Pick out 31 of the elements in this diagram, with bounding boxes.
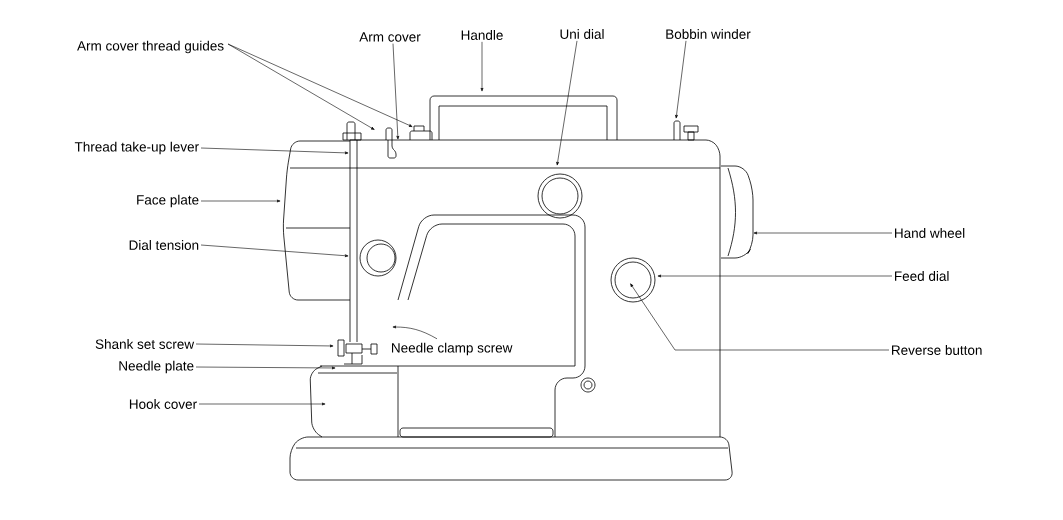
leader-line	[195, 366, 336, 370]
part-label: Uni dial	[560, 29, 604, 39]
part-label: Face plate	[137, 194, 199, 208]
leader-line	[675, 40, 687, 119]
leader-line	[630, 283, 890, 351]
leader-line	[392, 43, 400, 140]
leader-line	[556, 40, 578, 166]
leader-line	[753, 231, 893, 235]
part-label: Dial tension	[129, 240, 199, 250]
part-label: Hand wheel	[895, 228, 965, 238]
part-label: Reverse button	[892, 345, 982, 355]
part-label: Shank set screw	[95, 339, 195, 349]
leader-line	[227, 43, 413, 127]
leader-line	[227, 43, 375, 130]
leader-line	[195, 343, 334, 348]
part-label: Arm cover	[359, 32, 421, 42]
part-label: Needle plate	[119, 360, 194, 374]
leader-line	[200, 244, 349, 258]
leader-line	[480, 41, 484, 92]
leader-line	[392, 325, 438, 340]
leader-line	[200, 147, 349, 155]
leader-line	[198, 402, 326, 406]
part-label: Feed dial	[895, 271, 949, 281]
part-label: Hook cover	[129, 399, 197, 409]
leader-line	[657, 274, 893, 278]
part-label: Bobbin winder	[666, 29, 751, 39]
part-label: Arm cover thread guides	[77, 40, 224, 54]
part-label: Needle clamp screw	[392, 342, 513, 356]
part-label: Thread take-up lever	[74, 141, 199, 155]
part-label: Handle	[461, 30, 503, 40]
leader-line	[200, 199, 281, 203]
